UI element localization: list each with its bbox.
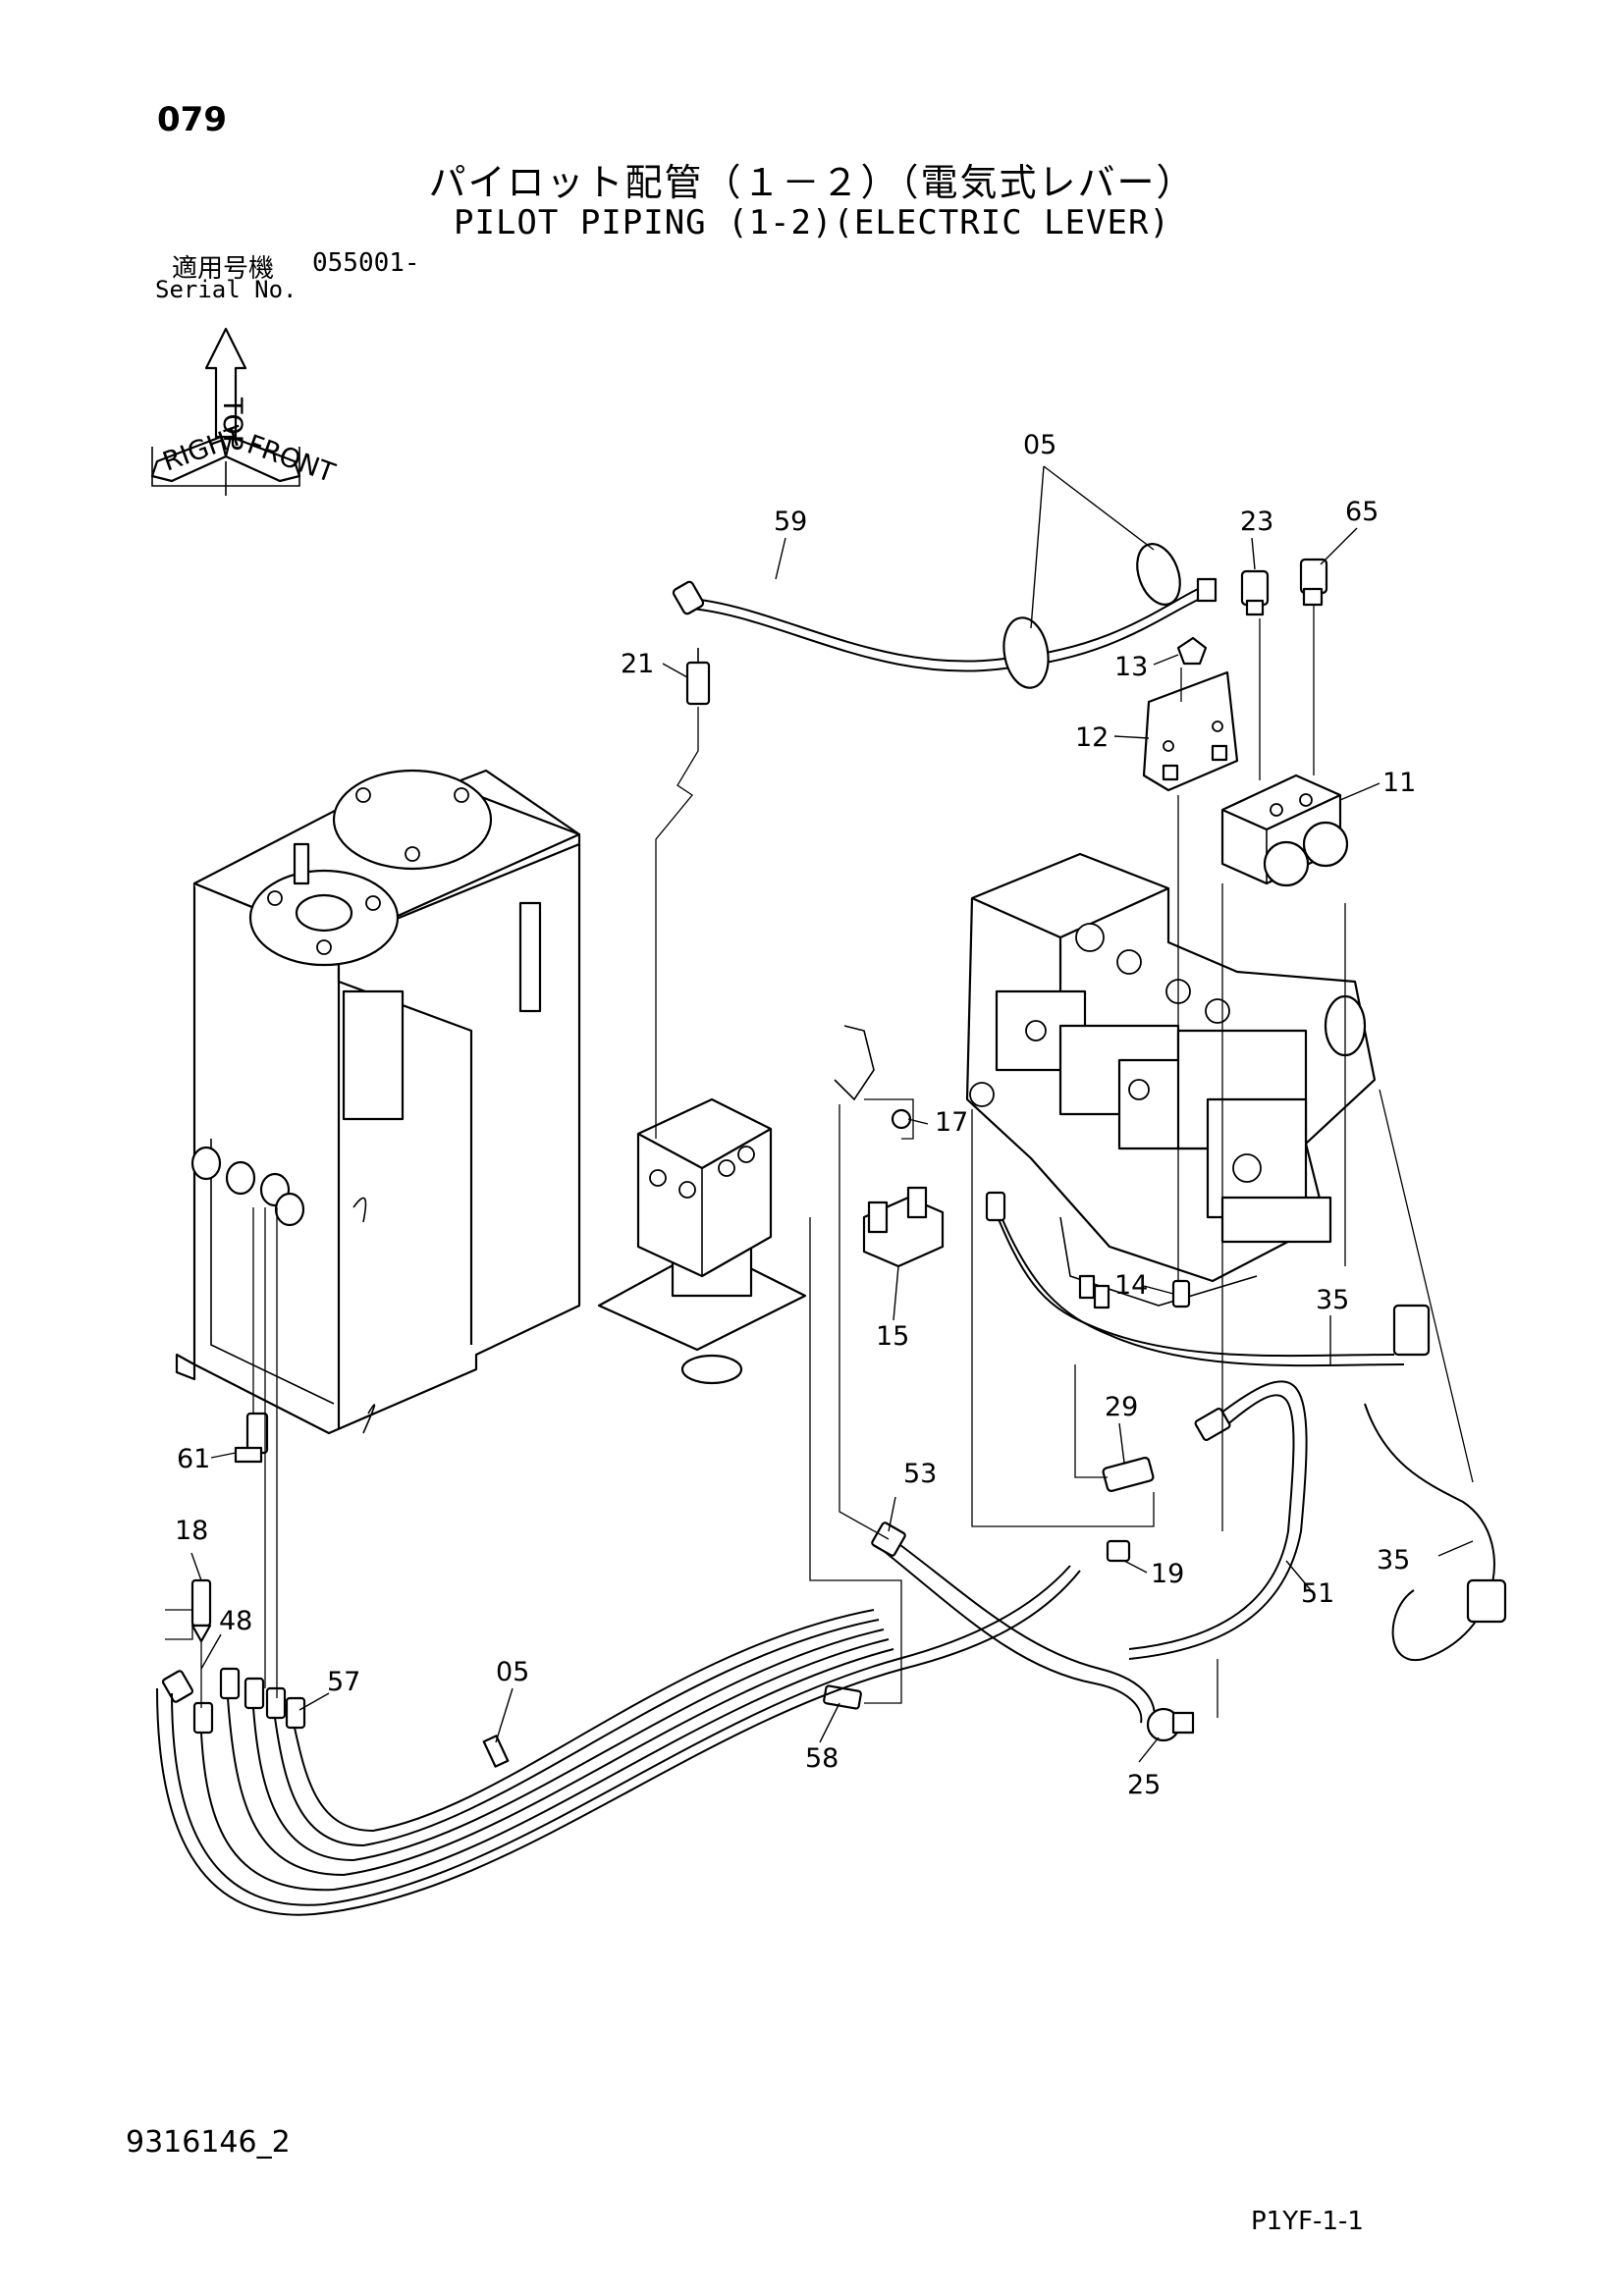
callout-53: 53 xyxy=(903,1459,937,1489)
callout-13: 13 xyxy=(1114,652,1148,682)
part-21-adapter xyxy=(685,648,711,706)
part-19-elbow xyxy=(1106,1539,1131,1563)
part-11-solenoid-valve xyxy=(1220,774,1349,887)
part-29-connector xyxy=(1102,1456,1155,1493)
part-51-hose xyxy=(1128,1380,1308,1660)
callout-59: 59 xyxy=(774,507,807,537)
callout-05-top: 05 xyxy=(1023,430,1056,460)
title-english: PILOT PIPING (1-2)(ELECTRIC LEVER) xyxy=(454,203,1170,242)
part-13-bolt xyxy=(1176,636,1208,666)
callout-35-bottom: 35 xyxy=(1377,1545,1410,1575)
part-59-hose xyxy=(672,577,1218,672)
callout-58: 58 xyxy=(805,1743,839,1774)
callout-19: 19 xyxy=(1151,1559,1184,1589)
title-japanese: パイロット配管（１－２）（電気式レバー） xyxy=(428,161,1196,204)
callout-29: 29 xyxy=(1105,1392,1138,1422)
part-05-clamp-top xyxy=(1002,543,1181,689)
part-35-harness xyxy=(985,1191,1507,1662)
callout-35-top: 35 xyxy=(1316,1285,1349,1315)
part-25-elbow xyxy=(1146,1707,1195,1742)
callout-05-bottom: 05 xyxy=(496,1657,529,1687)
callout-12: 12 xyxy=(1075,722,1109,753)
part-18-adapter xyxy=(190,1578,212,1643)
callout-17: 17 xyxy=(935,1107,968,1138)
part-callouts: 05 59 23 65 21 13 12 11 17 14 35 15 29 6… xyxy=(175,430,1416,1800)
part-17-screw xyxy=(891,1108,912,1130)
callout-57: 57 xyxy=(327,1667,360,1697)
center-joint xyxy=(597,1097,807,1385)
hydraulic-tank xyxy=(175,769,581,1435)
leader-lines xyxy=(190,465,1474,1763)
serial-label-japanese: 適用号機 xyxy=(172,254,275,284)
callout-23: 23 xyxy=(1240,507,1273,537)
callout-14: 14 xyxy=(1114,1270,1148,1301)
part-48-fittings xyxy=(161,1667,306,1735)
callout-61: 61 xyxy=(177,1444,210,1474)
page-code: P1YF-1-1 xyxy=(1251,2207,1364,2236)
callout-65: 65 xyxy=(1345,497,1379,527)
part-23-elbow xyxy=(1240,569,1270,616)
part-61-elbow xyxy=(234,1412,269,1464)
assembly-lines xyxy=(165,604,1474,1718)
part-53-hose xyxy=(871,1522,1156,1724)
callout-48: 48 xyxy=(219,1606,252,1636)
part-15-relay-bracket xyxy=(862,1186,945,1268)
document-number: 9316146_2 xyxy=(126,2125,291,2160)
part-14-screw xyxy=(1171,1279,1191,1308)
serial-value: 055001- xyxy=(312,248,420,278)
orientation-front-label: FRONT xyxy=(244,429,340,489)
orientation-right-label: RIGHT xyxy=(159,420,247,477)
control-valve xyxy=(834,852,1377,1307)
serial-label-english: Serial No. xyxy=(155,276,298,303)
callout-11: 11 xyxy=(1382,768,1416,798)
orientation-top-label: TOP xyxy=(217,397,247,451)
callout-15: 15 xyxy=(876,1321,909,1352)
callout-25: 25 xyxy=(1127,1770,1161,1800)
page-number: 079 xyxy=(157,100,227,139)
callout-18: 18 xyxy=(175,1516,208,1546)
callout-21: 21 xyxy=(621,649,654,679)
part-65-elbow xyxy=(1299,558,1328,607)
callout-51: 51 xyxy=(1301,1578,1334,1609)
part-12-bracket xyxy=(1142,670,1239,792)
part-57-hose-bundle xyxy=(156,1565,1081,1916)
orientation-indicator: TOP RIGHT FRONT xyxy=(150,327,340,496)
